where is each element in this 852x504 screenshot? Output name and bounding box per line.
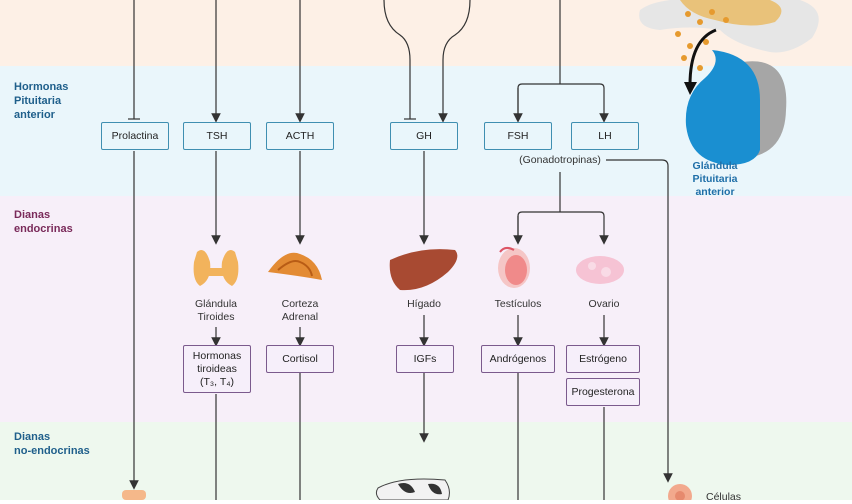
liver-label: Hígado — [407, 298, 441, 310]
cell-icon — [668, 484, 692, 500]
cells-label: Células — [706, 491, 742, 503]
thyroid-icon — [193, 249, 239, 286]
breast-tissue-icon — [122, 490, 146, 500]
gh-box: GH — [390, 122, 458, 150]
acth-box: ACTH — [266, 122, 334, 150]
nonendocrine-band-label: Dianas no-endocrinas — [14, 431, 90, 457]
pituitary-gland-label: Glándula Pituitaria anterior — [692, 160, 738, 198]
endocrine-band-label: Dianas endocrinas — [14, 209, 73, 235]
androgens-box: Andrógenos — [481, 345, 555, 373]
adrenal-icon — [268, 252, 322, 280]
tsh-box: TSH — [183, 122, 251, 150]
adrenal-label: Corteza Adrenal — [281, 298, 319, 323]
testes-icon — [498, 246, 530, 288]
ovary-label: Ovario — [588, 298, 620, 310]
testes-label: Testículos — [494, 298, 542, 310]
lh-box: LH — [571, 122, 639, 150]
ovary-icon — [576, 256, 624, 284]
gonadotropins-note: (Gonadotropinas) — [519, 154, 601, 166]
progesterone-box: Progesterona — [566, 378, 640, 406]
endocrine-band: Dianas endocrinas — [0, 196, 852, 422]
estrogen-box: Estrógeno — [566, 345, 640, 373]
anterior-band-label: Hormonas Pituitaria anterior — [14, 81, 69, 121]
igfs-box: IGFs — [396, 345, 454, 373]
prolactin-box: Prolactina — [101, 122, 169, 150]
fsh-box: FSH — [484, 122, 552, 150]
thyroid-label: Glándula Tiroides — [194, 298, 238, 323]
cortisol-box: Cortisol — [266, 345, 334, 373]
thyroid-hormones-box: Hormonas tiroideas (T₃, T₄) — [183, 345, 251, 393]
cow-icon — [375, 478, 450, 500]
liver-icon — [389, 249, 458, 291]
